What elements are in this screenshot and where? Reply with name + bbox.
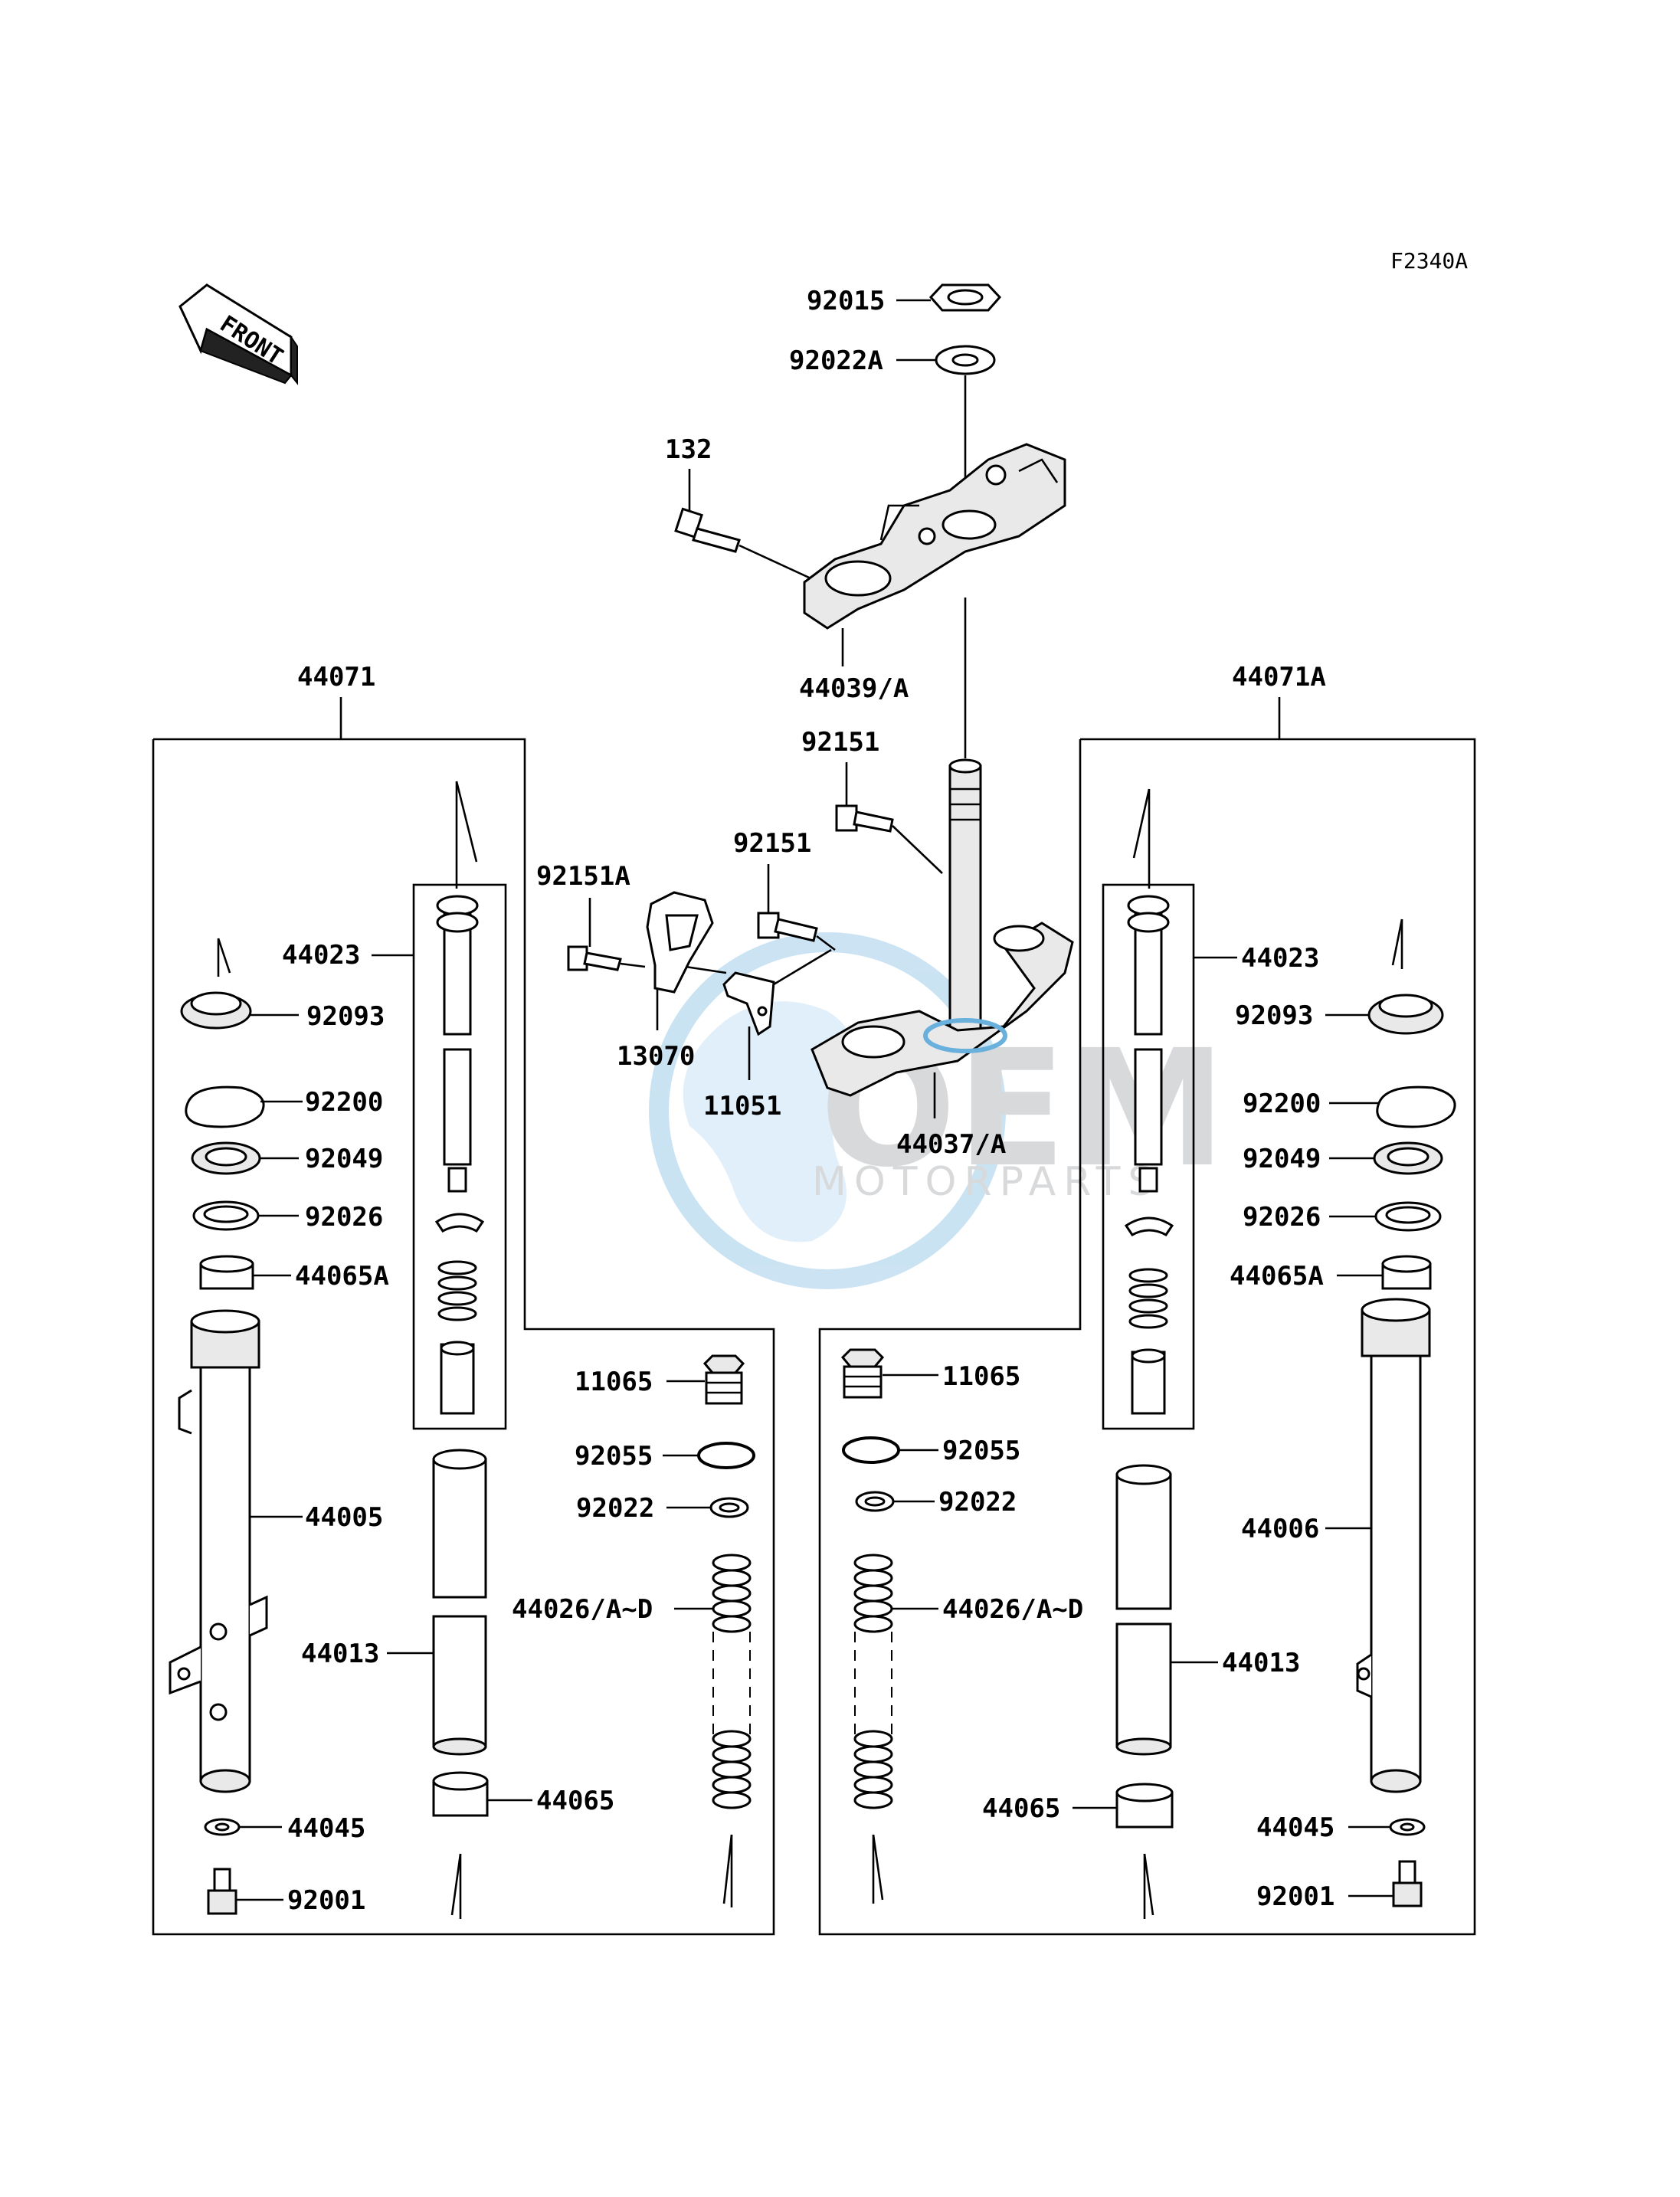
plug-icon bbox=[840, 1348, 885, 1399]
circlip-icon bbox=[185, 1085, 265, 1128]
label-44039A: 44039/A bbox=[799, 673, 909, 704]
bracket-icon bbox=[722, 971, 775, 1036]
bolt-icon bbox=[207, 1868, 237, 1915]
label-92022A: 92022A bbox=[789, 345, 883, 376]
label-92200-left: 92200 bbox=[305, 1087, 383, 1118]
label-44065-right: 44065 bbox=[982, 1793, 1060, 1824]
label-44026-left: 44026/A~D bbox=[512, 1594, 653, 1625]
label-92049-right: 92049 bbox=[1243, 1144, 1321, 1174]
label-44005: 44005 bbox=[305, 1502, 383, 1533]
bolt-icon bbox=[674, 507, 741, 553]
label-44065A-left: 44065A bbox=[295, 1261, 389, 1292]
label-92151-b: 92151 bbox=[733, 828, 811, 859]
label-44065-left: 44065 bbox=[536, 1786, 614, 1816]
label-13070: 13070 bbox=[617, 1041, 695, 1072]
spring-icon bbox=[712, 1554, 752, 1809]
steering-stem-icon bbox=[811, 758, 1074, 1097]
bolt-icon bbox=[1392, 1860, 1423, 1907]
label-11051: 11051 bbox=[703, 1091, 781, 1121]
label-92151-a: 92151 bbox=[801, 727, 879, 758]
cylinder-icon bbox=[1115, 1464, 1172, 1756]
label-44045-left: 44045 bbox=[287, 1813, 365, 1844]
label-92200-right: 92200 bbox=[1243, 1089, 1321, 1119]
circlip-icon bbox=[1376, 1085, 1456, 1128]
spring-icon bbox=[437, 1260, 477, 1321]
front-arrow-icon: FRONT bbox=[178, 283, 298, 385]
label-92022-right: 92022 bbox=[938, 1487, 1017, 1518]
holder-icon bbox=[646, 891, 714, 994]
label-11065-left: 11065 bbox=[575, 1367, 653, 1397]
spring-icon bbox=[853, 1554, 893, 1809]
plug-icon bbox=[702, 1354, 745, 1405]
label-92001-right: 92001 bbox=[1256, 1881, 1335, 1912]
label-44013-left: 44013 bbox=[301, 1639, 379, 1669]
label-44045-right: 44045 bbox=[1256, 1812, 1335, 1843]
outer-tube-icon bbox=[1356, 1298, 1431, 1793]
label-92151A: 92151A bbox=[536, 861, 630, 892]
label-92093-right: 92093 bbox=[1235, 1000, 1313, 1031]
o-ring-icon bbox=[842, 1436, 900, 1464]
label-44023-right: 44023 bbox=[1241, 943, 1319, 974]
bolt-icon bbox=[567, 945, 622, 971]
diagram-code: F2340A bbox=[1390, 248, 1468, 273]
bolt-icon bbox=[835, 804, 894, 833]
label-92049-left: 92049 bbox=[305, 1144, 383, 1174]
label-44071A: 44071A bbox=[1232, 662, 1326, 692]
left-inner-box bbox=[412, 883, 507, 1430]
label-44006: 44006 bbox=[1241, 1514, 1319, 1544]
upper-bracket-icon bbox=[803, 443, 1066, 630]
label-44037A: 44037/A bbox=[896, 1129, 1006, 1160]
label-92001-left: 92001 bbox=[287, 1885, 365, 1916]
label-92026-left: 92026 bbox=[305, 1202, 383, 1233]
label-44013-right: 44013 bbox=[1222, 1648, 1300, 1678]
label-132: 132 bbox=[665, 434, 712, 465]
right-fork-frame bbox=[818, 738, 1476, 1936]
label-11065-right: 11065 bbox=[942, 1361, 1020, 1392]
outer-tube-icon bbox=[169, 1309, 268, 1793]
left-fork-frame bbox=[152, 738, 775, 1936]
watermark-sub: MOTORPARTS bbox=[812, 1159, 1161, 1205]
label-92015: 92015 bbox=[807, 286, 885, 316]
bolt-icon bbox=[757, 912, 818, 942]
label-92026-right: 92026 bbox=[1243, 1202, 1321, 1233]
cylinder-icon bbox=[432, 1449, 487, 1756]
label-92022-left: 92022 bbox=[576, 1493, 654, 1524]
spring-icon bbox=[1128, 1268, 1168, 1329]
label-92055-left: 92055 bbox=[575, 1441, 653, 1472]
label-44026-right: 44026/A~D bbox=[942, 1594, 1083, 1625]
label-44065A-right: 44065A bbox=[1230, 1261, 1324, 1292]
label-44023-left: 44023 bbox=[282, 940, 360, 971]
label-44071: 44071 bbox=[297, 662, 375, 692]
label-92093-left: 92093 bbox=[306, 1001, 385, 1032]
label-92055-right: 92055 bbox=[942, 1436, 1020, 1466]
o-ring-icon bbox=[697, 1442, 755, 1469]
